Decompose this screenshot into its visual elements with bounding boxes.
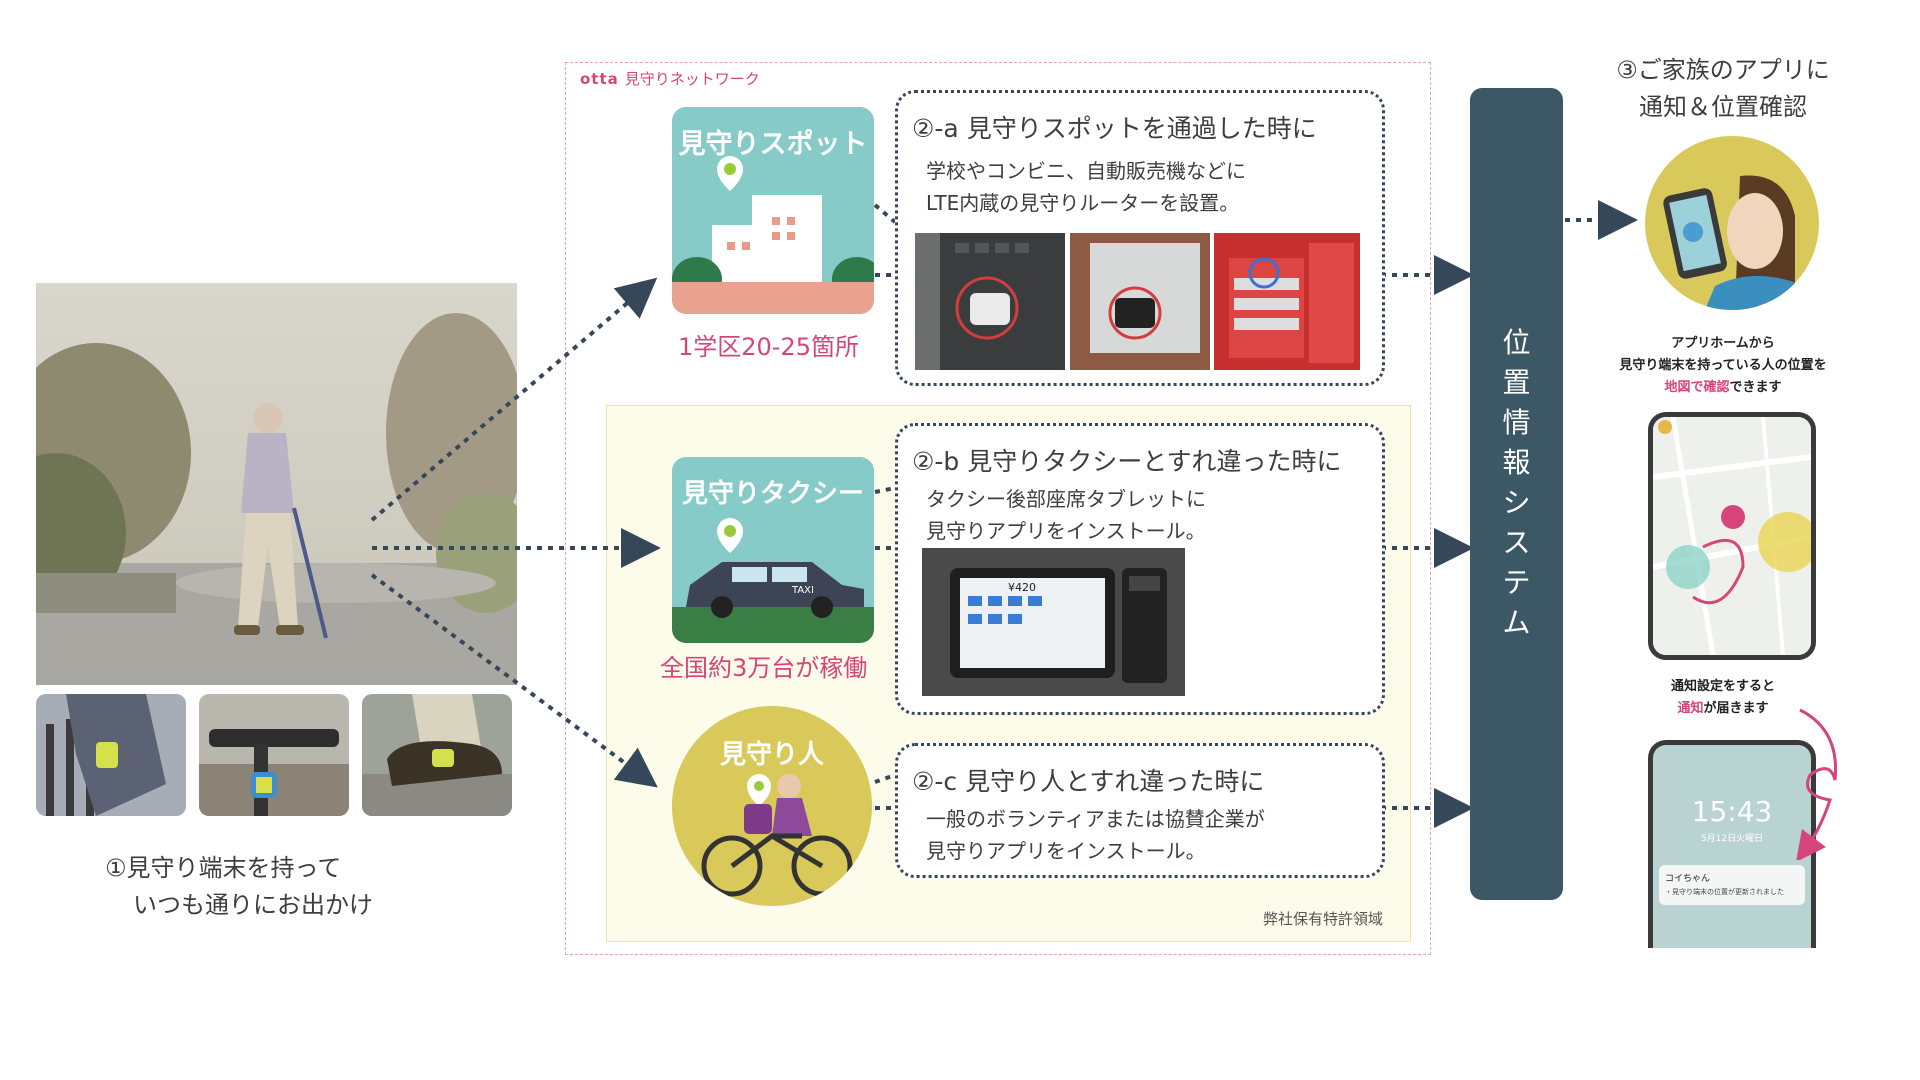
taxi-line2: 見守りアプリをインストール。 <box>926 519 1206 543</box>
spot-title: ②-a 見守りスポットを通過した時に <box>912 114 1317 143</box>
lock-notification-message: ・見守り端末の位置が更新されました <box>1665 888 1784 896</box>
lock-date: 5月12日火曜日 <box>1700 834 1764 844</box>
map-phone <box>1648 412 1816 660</box>
taxi-car-label: TAXI <box>792 585 814 596</box>
notify-note-line2: 通知が届きます <box>1583 698 1863 720</box>
step1-caption: ①見守り端末を持って いつも通りにお出かけ <box>105 850 373 924</box>
vending-machine-photo <box>1214 233 1360 370</box>
router-photo-2 <box>1070 233 1210 370</box>
spot-line1: 学校やコンビニ、自動販売機などに <box>926 159 1246 183</box>
spot-text: 学校やコンビニ、自動販売機などに LTE内蔵の見守りルーターを設置。 <box>926 155 1246 219</box>
notify-note-highlight: 通知 <box>1677 701 1704 716</box>
taxi-tablet-price: ¥420 <box>1008 581 1036 594</box>
taxi-title: ②-b 見守りタクシーとすれ違った時に <box>912 447 1342 476</box>
patent-label: 弊社保有特許領域 <box>1263 910 1384 928</box>
app-note: アプリホームから 見守り端末を持っている人の位置を 地図で確認できます <box>1583 333 1863 399</box>
person-line2: 見守りアプリをインストール。 <box>926 839 1206 863</box>
notify-note-suffix: が届きます <box>1703 701 1769 716</box>
step1-line2: いつも通りにお出かけ <box>133 891 373 919</box>
taxi-line1: タクシー後部座席タブレットに <box>926 487 1206 511</box>
person-text: 一般のボランティアまたは協賛企業が 見守りアプリをインストール。 <box>926 803 1265 867</box>
taxi-badge-label: 見守りタクシー <box>681 479 864 509</box>
notify-note-line1: 通知設定をすると <box>1670 679 1775 694</box>
app-note-line1: アプリホームから <box>1671 336 1775 351</box>
family-app-illustration <box>1645 136 1819 310</box>
lock-screen-phone: 15:43 5月12日火曜日 コイちゃん ・見守り端末の位置が更新されました <box>1648 740 1816 948</box>
device-shoe-photo <box>362 694 512 816</box>
notify-note: 通知設定をすると 通知が届きます <box>1583 676 1863 720</box>
spot-stat: 1学区20-25箇所 <box>678 333 860 361</box>
lock-notification-name: コイちゃん <box>1665 874 1711 884</box>
taxi-stat: 全国約3万台が稼働 <box>660 654 868 682</box>
step3-line2: 通知＆位置確認 <box>1639 93 1807 121</box>
spot-info-box: ②-a 見守りスポットを通過した時に 学校やコンビニ、自動販売機などに LTE内… <box>895 90 1385 386</box>
person-info-box: ②-c 見守り人とすれ違った時に 一般のボランティアまたは協賛企業が 見守りアプ… <box>895 743 1385 878</box>
step1-line1: ①見守り端末を持って <box>105 854 342 882</box>
app-note-highlight: 地図で確認 <box>1664 380 1730 395</box>
step3-line1: ③ご家族のアプリに <box>1616 56 1830 84</box>
device-chair-photo <box>36 694 186 816</box>
lock-time: 15:43 <box>1691 795 1773 828</box>
location-system-label: 位置情報システム <box>1502 326 1531 639</box>
device-cane-photo <box>199 694 349 816</box>
router-photo-1 <box>915 233 1065 370</box>
taxi-info-box: ②-b 見守りタクシーとすれ違った時に タクシー後部座席タブレットに 見守りアプ… <box>895 423 1385 715</box>
person-badge-label: 見守り人 <box>719 740 824 770</box>
spot-badge: 見守りスポット <box>672 107 874 314</box>
taxi-badge: 見守りタクシー TAXI <box>672 457 874 643</box>
step3-caption: ③ご家族のアプリに 通知＆位置確認 <box>1583 52 1863 126</box>
app-note-suffix: できます <box>1729 380 1782 395</box>
location-system-bar: 位置情報システム <box>1470 88 1563 900</box>
person-line1: 一般のボランティアまたは協賛企業が <box>926 807 1265 831</box>
taxi-text: タクシー後部座席タブレットに 見守りアプリをインストール。 <box>926 483 1206 547</box>
app-note-line2: 見守り端末を持っている人の位置を <box>1619 358 1827 373</box>
walking-photo <box>36 283 517 685</box>
person-title: ②-c 見守り人とすれ違った時に <box>912 767 1265 796</box>
person-badge: 見守り人 <box>672 706 872 906</box>
taxi-tablet-photo: ¥420 <box>922 548 1185 696</box>
spot-line2: LTE内蔵の見守りルーターを設置。 <box>926 191 1240 215</box>
lock-notification: コイちゃん ・見守り端末の位置が更新されました <box>1659 865 1805 905</box>
app-note-line3: 地図で確認できます <box>1583 377 1863 399</box>
spot-badge-label: 見守りスポット <box>678 129 868 160</box>
notify-arrow <box>1796 708 1838 860</box>
